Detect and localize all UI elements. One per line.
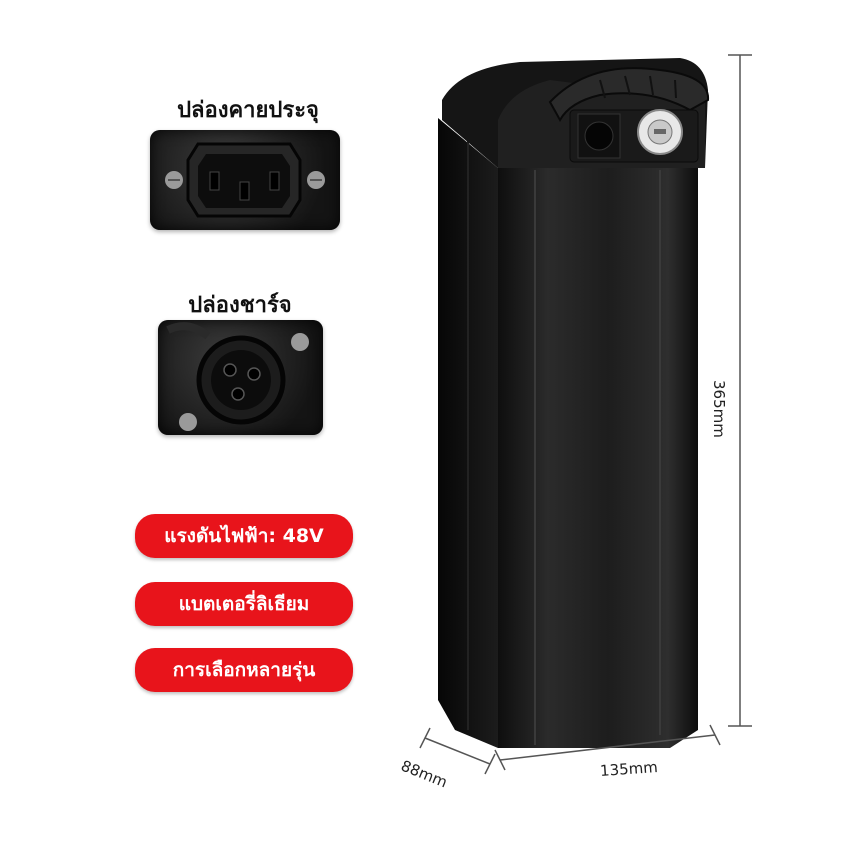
xlr-socket-icon <box>166 322 309 431</box>
charge-port-label: ปล่องชาร์จ <box>188 293 292 318</box>
height-dimension-label: 365mm <box>710 380 728 438</box>
battery-pack-image <box>438 58 710 748</box>
charge-port-image <box>158 320 323 435</box>
models-feature-badge: การเลือกหลายรุ่น <box>135 648 353 692</box>
iec-socket-icon <box>165 142 325 218</box>
voltage-feature-badge: แรงดันไฟฟ้า: 48V <box>135 514 353 558</box>
discharge-port-label: ปล่องคายประจุ <box>177 98 319 123</box>
lithium-feature-badge: แบตเตอรี่ลิเธียม <box>135 582 353 626</box>
discharge-port-image <box>150 130 340 230</box>
